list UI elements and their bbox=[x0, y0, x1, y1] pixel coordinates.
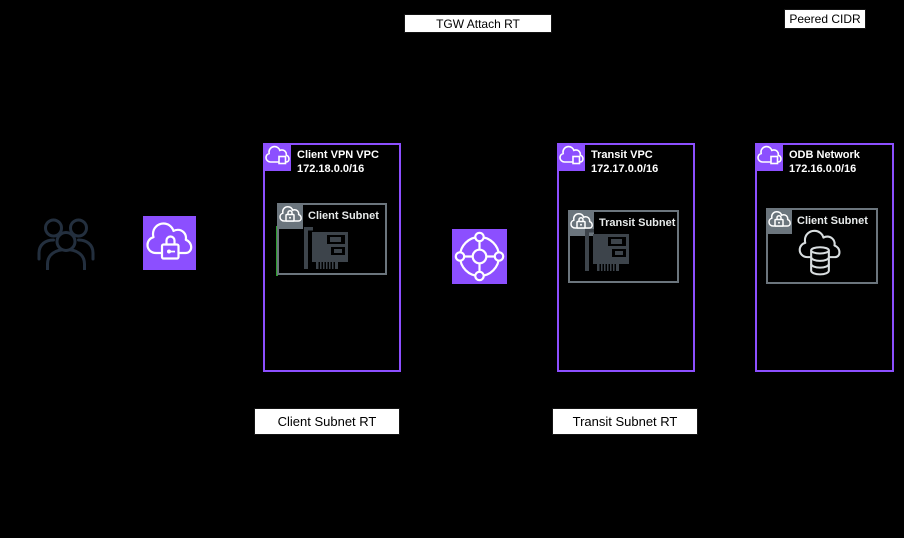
network-interface-icon bbox=[584, 229, 632, 275]
private-subnet-icon bbox=[766, 208, 792, 234]
transit-gateway-icon bbox=[452, 229, 507, 284]
tgw-attach-rt-text: TGW Attach RT bbox=[436, 16, 520, 31]
client-subnet-rt-label: Client Subnet RT bbox=[254, 408, 400, 435]
subnet-client: Client Subnet bbox=[277, 203, 387, 275]
transit-subnet-rt-text: Transit Subnet RT bbox=[572, 414, 678, 429]
transit-subnet-rt-label: Transit Subnet RT bbox=[552, 408, 698, 435]
subnet-label: Client Subnet bbox=[308, 210, 379, 222]
client-vpn-endpoint-icon bbox=[143, 216, 196, 270]
subnet-label: Transit Subnet bbox=[599, 217, 676, 229]
subnet-transit: Transit Subnet bbox=[568, 210, 679, 283]
vpc-name: Client VPN VPC bbox=[297, 149, 379, 161]
vpc-name: Transit VPC bbox=[591, 149, 653, 161]
subnet-odb-client: Client Subnet bbox=[766, 208, 878, 284]
vpc-name: ODB Network bbox=[789, 149, 860, 161]
subnet-label: Client Subnet bbox=[797, 215, 868, 227]
cloud-database-icon bbox=[795, 228, 845, 280]
peered-cidr-label: Peered CIDR bbox=[784, 9, 866, 29]
vpc-cidr: 172.16.0.0/16 bbox=[789, 163, 857, 175]
network-interface-icon bbox=[303, 227, 351, 273]
tgw-attach-rt-label: TGW Attach RT bbox=[404, 14, 552, 33]
vpc-cidr: 172.18.0.0/16 bbox=[297, 163, 365, 175]
vpc-odb-network: ODB Network 172.16.0.0/16 Client Subnet bbox=[755, 143, 894, 372]
vpc-cidr: 172.17.0.0/16 bbox=[591, 163, 659, 175]
users-icon bbox=[36, 216, 96, 270]
vpc-transit: Transit VPC 172.17.0.0/16 Transit Subnet bbox=[557, 143, 695, 372]
vpc-client-vpn: Client VPN VPC 172.18.0.0/16 Client Subn… bbox=[263, 143, 401, 372]
peered-cidr-text: Peered CIDR bbox=[789, 12, 861, 26]
private-subnet-icon bbox=[277, 203, 303, 229]
vpc-icon bbox=[557, 143, 585, 171]
client-subnet-rt-text: Client Subnet RT bbox=[277, 414, 377, 429]
vpc-icon bbox=[755, 143, 783, 171]
vpc-icon bbox=[263, 143, 291, 171]
